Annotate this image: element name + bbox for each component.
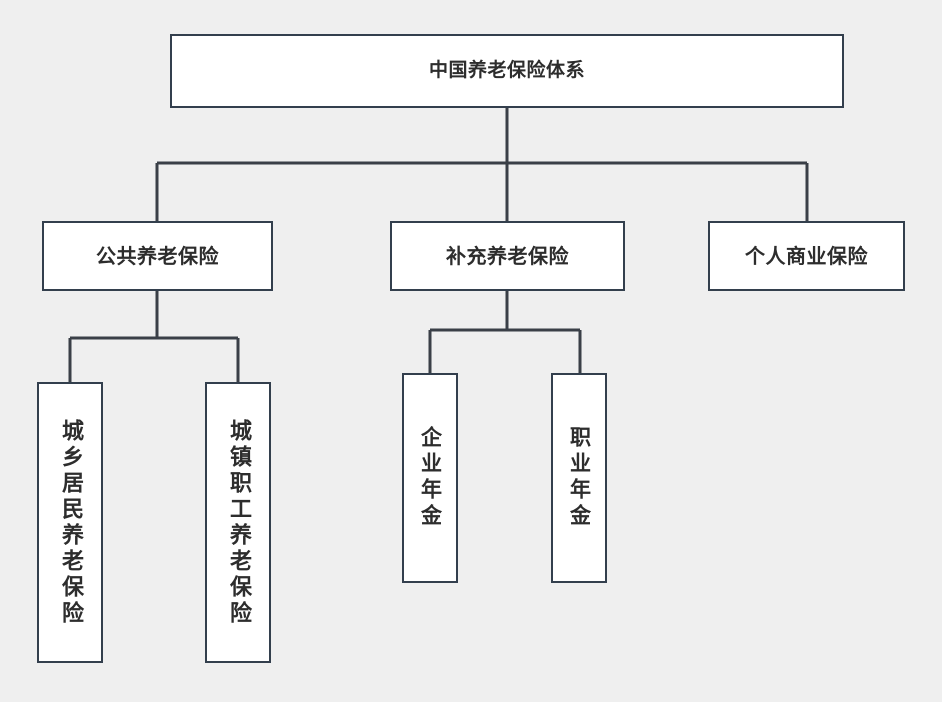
node-enterprise-annuity[interactable]: 企业年金 bbox=[402, 373, 458, 583]
node-occupational-annuity[interactable]: 职业年金 bbox=[551, 373, 607, 583]
node-occupational-annuity-label: 职业年金 bbox=[567, 426, 592, 530]
node-root-label: 中国养老保险体系 bbox=[428, 59, 585, 82]
node-public-pension-label: 公共养老保险 bbox=[96, 243, 219, 268]
node-urban-employees-pension-label: 城镇职工养老保险 bbox=[226, 418, 251, 627]
node-enterprise-annuity-label: 企业年金 bbox=[418, 426, 443, 530]
node-personal-commercial-insurance[interactable]: 个人商业保险 bbox=[708, 221, 905, 291]
node-root[interactable]: 中国养老保险体系 bbox=[170, 34, 844, 108]
node-public-pension[interactable]: 公共养老保险 bbox=[42, 221, 273, 291]
node-supplementary-pension-label: 补充养老保险 bbox=[446, 243, 569, 268]
node-urban-employees-pension[interactable]: 城镇职工养老保险 bbox=[205, 382, 271, 663]
node-personal-commercial-insurance-label: 个人商业保险 bbox=[745, 243, 868, 268]
node-urban-rural-residents-pension-label: 城乡居民养老保险 bbox=[58, 418, 83, 627]
node-urban-rural-residents-pension[interactable]: 城乡居民养老保险 bbox=[37, 382, 103, 663]
node-supplementary-pension[interactable]: 补充养老保险 bbox=[390, 221, 625, 291]
